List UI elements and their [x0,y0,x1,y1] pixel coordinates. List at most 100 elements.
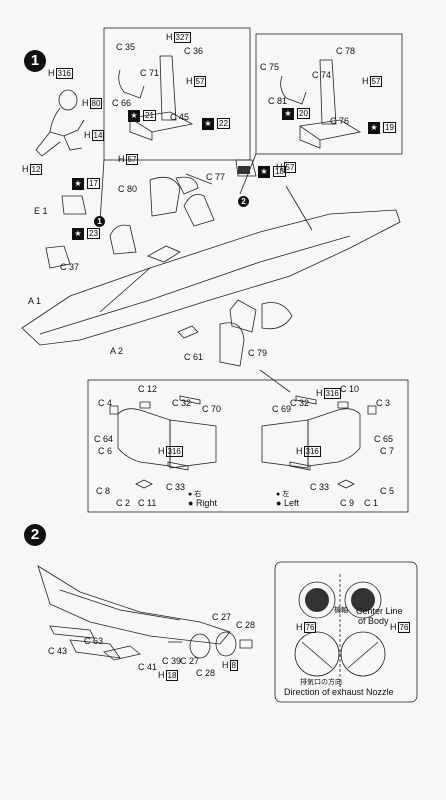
rear-fuselage-outline [37,565,231,645]
label-c9: C 9 [340,498,355,508]
label-c41: C 41 [138,662,158,672]
label-c36: C 36 [184,46,204,56]
star-decal-23: ★ [72,228,84,240]
decal-19-number: 19 [383,122,396,133]
label-18: 18 [272,166,286,177]
star-decal-20: ★ [282,108,294,120]
decal-21-number: 21 [143,110,156,121]
star-decal-18: ★ [258,166,270,178]
label-c33-right: C 33 [310,482,330,492]
decal-17-number: 17 [87,178,100,189]
label-c12: C 12 [138,384,158,394]
label-c1: C 1 [364,498,379,508]
right-jp-text: 右 [194,491,202,498]
lower-left-nozzle [294,631,340,677]
label-c4: C 4 [98,398,113,408]
h316-intake-left-number: 316 [165,446,183,457]
label-c61: C 61 [184,352,204,362]
h316-intake-right-number: 316 [303,446,321,457]
label-c43: C 43 [48,646,68,656]
label-c32-right: C 32 [290,398,310,408]
h316-number: 316 [55,68,73,79]
pilot-figure [35,89,85,157]
left-en-text: Left [283,498,299,508]
label-c5: C 5 [380,486,395,496]
star-decal-17: ★ [72,178,84,190]
step-1-marker: 1 [24,50,46,72]
subassembly-2-number: 2 [241,197,246,206]
decal-20-number: 20 [297,108,310,119]
fuselage-outline [21,209,401,346]
h18-number: 18 [165,670,179,681]
label-c7: C 7 [380,446,395,456]
label-c35: C 35 [116,42,136,52]
label-left-jp: ● 左 [276,491,290,498]
label-c77: C 77 [206,172,226,182]
step-2-number: 2 [30,526,40,543]
label-c75: C 75 [260,62,280,72]
label-21: 21 [142,110,156,121]
h80-number: 80 [89,98,103,109]
label-exhaust-jp: 排気口の方向 [300,679,342,686]
label-c63: C 63 [84,636,104,646]
label-body-axis-jp: 機軸 [334,607,348,614]
label-c66: C 66 [112,98,132,108]
label-c11: C 11 [138,498,157,508]
decal-18-number: 18 [273,166,286,177]
h57-right-bottom-number: 57 [283,162,297,173]
h76-right-number: 76 [397,622,411,633]
label-c76: C 76 [330,116,350,126]
label-c81: C 81 [268,96,288,106]
label-c69: C 69 [272,404,292,414]
h76-left-number: 76 [303,622,317,633]
decal-22-number: 22 [217,118,230,129]
label-c37: C 37 [60,262,80,272]
step-1-number: 1 [30,52,40,69]
label-c78: C 78 [336,46,356,56]
h57-left-top-number: 57 [193,76,207,87]
label-c65: C 65 [374,434,394,444]
label-c28-upper: C 28 [236,620,256,630]
label-right-jp: ● 右 [188,491,202,498]
left-jp-text: 左 [282,491,290,498]
intake-detail-box [87,379,409,513]
label-c70: C 70 [202,404,222,414]
decal-23-number: 23 [87,228,100,239]
h327-number: 327 [173,32,191,43]
label-left-en: ● Left [276,498,299,508]
label-c33-left: C 33 [166,482,186,492]
label-c32-left: C 32 [172,398,192,408]
star-decal-22: ★ [202,118,214,130]
label-19: 19 [382,122,396,133]
star-decal-19: ★ [368,122,380,134]
upper-left-nozzle-top [298,581,336,619]
label-of-body: of Body [358,616,389,626]
subassembly-1-number: 1 [97,217,102,226]
h57-left-bottom-number: 57 [125,154,139,165]
label-c71: C 71 [140,68,160,78]
left-cockpit-detail-box [103,27,251,161]
label-center-line: Center Line [356,606,403,616]
label-c74: C 74 [312,70,332,80]
label-23: 23 [86,228,100,239]
seat-figure-right [280,75,307,105]
label-c27-upper: C 27 [212,612,232,622]
upper-right-nozzle-top [344,581,382,619]
right-en-text: Right [195,498,217,508]
